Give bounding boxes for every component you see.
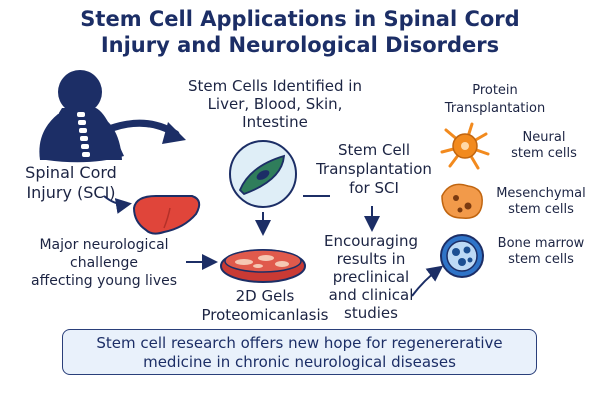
identified-line-3: Intestine xyxy=(242,113,308,131)
transplant-sci-label: Stem Cell Transplantation for SCI xyxy=(312,141,436,198)
liver-icon xyxy=(132,195,201,235)
challenge-line-2: challenge xyxy=(70,255,138,271)
results-line-2: results in xyxy=(336,250,406,268)
results-line-3: preclinical xyxy=(332,268,410,286)
title-line-1: Stem Cell Applications in Spinal Cord xyxy=(80,7,520,31)
gels-label: 2D Gels Proteomicanlasis xyxy=(180,287,350,325)
identified-line-1: Stem Cells Identified in xyxy=(187,77,362,95)
challenge-line-1: Major neurological xyxy=(39,237,169,253)
summary-line-1: Stem cell research offers new hope for r… xyxy=(96,334,503,352)
results-line-5: studies xyxy=(344,304,398,322)
neural-line-1: Neural xyxy=(522,130,566,145)
neural-label: Neural stem cells xyxy=(496,130,592,162)
mesenchymal-line-1: Mesenchymal xyxy=(496,186,586,201)
petri-dish-icon xyxy=(220,249,306,283)
page-title: Stem Cell Applications in Spinal Cord In… xyxy=(0,6,600,58)
challenge-label: Major neurological challenge affecting y… xyxy=(18,236,190,290)
bone-marrow-cell-icon xyxy=(440,234,484,278)
human-spine-icon xyxy=(39,70,124,163)
gels-line-2: Proteomicanlasis xyxy=(201,306,329,324)
sci-line-2: Injury (SCI) xyxy=(26,183,116,202)
results-label: Encouraging results in preclinical and c… xyxy=(312,232,430,322)
title-line-2: Injury and Neurological Disorders xyxy=(100,33,500,57)
mesenchymal-cell-icon xyxy=(441,183,483,219)
arrow-results-to-bone xyxy=(411,265,444,297)
mesenchymal-line-2: stem cells xyxy=(508,202,574,217)
transplant-sci-line-1: Stem Cell xyxy=(337,141,411,159)
stem-cell-icon xyxy=(229,140,297,208)
bone-line-2: stem cells xyxy=(508,252,574,267)
sci-line-1: Spinal Cord xyxy=(25,163,117,182)
arrow-sci-to-liver xyxy=(103,195,132,214)
transplant-sci-line-3: for SCI xyxy=(349,179,399,197)
results-line-4: and clinical xyxy=(328,286,414,304)
gels-line-1: 2D Gels xyxy=(235,287,295,305)
transplant-sci-line-2: Transplantation xyxy=(316,160,432,178)
summary-box: Stem cell research offers new hope for r… xyxy=(62,329,537,375)
identified-label: Stem Cells Identified in Liver, Blood, S… xyxy=(170,77,380,131)
neural-line-2: stem cells xyxy=(511,146,577,161)
bone-label: Bone marrow stem cells xyxy=(488,236,594,268)
protein-label: Protein Transplantation xyxy=(420,82,570,118)
neuron-icon xyxy=(440,122,490,170)
identified-line-2: Liver, Blood, Skin, xyxy=(207,95,343,113)
mesenchymal-label: Mesenchymal stem cells xyxy=(486,186,596,218)
protein-line-2: Transplantation xyxy=(444,101,546,116)
bone-line-1: Bone marrow xyxy=(497,236,585,251)
summary-line-2: medicine in chronic neurological disease… xyxy=(143,353,456,371)
results-line-1: Encouraging xyxy=(324,232,418,250)
sci-label: Spinal Cord Injury (SCI) xyxy=(6,163,136,203)
protein-line-1: Protein xyxy=(472,83,518,98)
challenge-line-3: affecting young lives xyxy=(30,273,178,289)
